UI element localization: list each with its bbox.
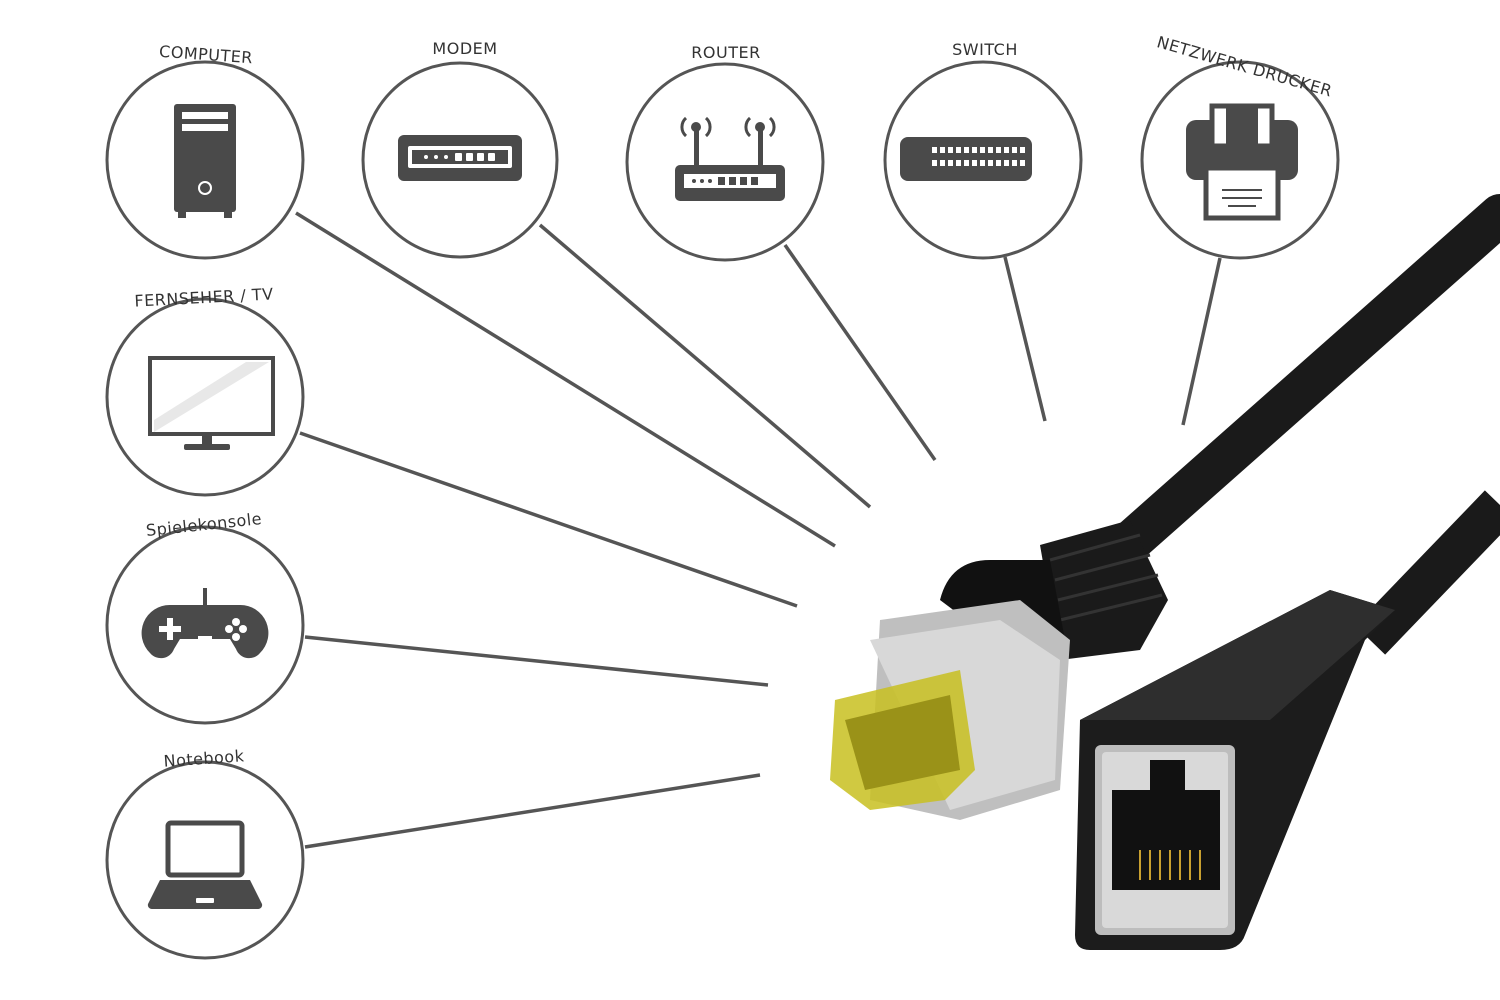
line-printer — [1181, 257, 1222, 426]
laptop-icon — [147, 820, 263, 910]
rj45-female-coupler — [1075, 590, 1395, 950]
label-tv: FERNSEHER / TV — [134, 284, 274, 310]
line-modem — [538, 223, 872, 509]
line-switch — [1003, 256, 1047, 422]
device-router: ROUTER — [625, 43, 825, 262]
gamepad-icon — [141, 588, 269, 659]
label-router: ROUTER — [691, 43, 760, 62]
router-icon — [675, 116, 785, 201]
modem-icon — [398, 135, 522, 181]
line-notebook — [304, 773, 761, 849]
device-switch: SWITCH — [883, 40, 1083, 260]
label-switch: SWITCH — [952, 40, 1018, 59]
device-console: Spielekonsole — [105, 509, 305, 725]
device-computer: COMPUTER — [105, 42, 305, 260]
line-computer — [295, 211, 836, 548]
label-modem: MODEM — [432, 39, 497, 58]
printer-icon — [1186, 103, 1298, 221]
line-router — [783, 243, 937, 462]
device-notebook: Notebook — [105, 746, 305, 960]
monitor-icon — [148, 356, 275, 450]
ethernet-extension-cable — [830, 194, 1500, 950]
line-tv — [299, 431, 798, 608]
rj45-male-plug — [830, 520, 1168, 820]
device-modem: MODEM — [361, 39, 559, 259]
device-tv: FERNSEHER / TV — [105, 284, 305, 497]
connector-lines — [295, 211, 1222, 849]
network-switch-icon — [900, 137, 1032, 181]
line-console — [304, 635, 769, 687]
label-computer: COMPUTER — [159, 42, 254, 68]
desktop-tower-icon — [174, 104, 236, 218]
device-printer: NETZWERK DRUCKER — [1140, 32, 1340, 260]
